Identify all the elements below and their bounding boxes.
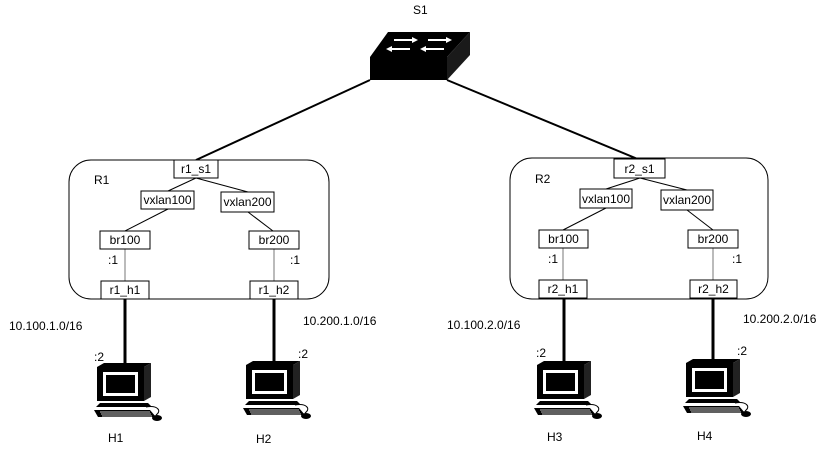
r1-port-mark-1: :1: [108, 253, 118, 267]
subnet-label-3: 10.100.2.0/16: [447, 318, 521, 332]
r2-br200[interactable]: [687, 229, 739, 249]
r2-vxlan100-label: vxlan100: [582, 192, 630, 206]
host-h2[interactable]: [243, 361, 311, 419]
r2-vxlan200-label: vxlan200: [663, 193, 711, 207]
router-r2-label: R2: [535, 172, 551, 186]
host-h4[interactable]: [683, 359, 751, 417]
subnet-label-4: 10.200.2.0/16: [743, 312, 817, 326]
desktop-computer-icon: [243, 361, 311, 419]
network-switch-icon[interactable]: [370, 32, 470, 80]
r1-uplink-label: r1_s1: [181, 162, 211, 176]
subnet-label-1: 10.100.1.0/16: [9, 319, 83, 333]
r1-br200-label: br200: [259, 233, 290, 247]
r1-vxlan100-label: vxlan100: [143, 193, 191, 207]
host-h2-label: H2: [256, 432, 272, 446]
r2-br200-label: br200: [698, 232, 729, 246]
desktop-computer-icon: [534, 361, 602, 419]
r1-br200[interactable]: [248, 230, 300, 250]
r2-port-mark-1: :1: [548, 252, 558, 266]
r2-h1-label: r2_h1: [548, 282, 579, 296]
r1-br100-label: br100: [110, 233, 141, 247]
r1-br100[interactable]: [99, 230, 151, 250]
switch-label: S1: [413, 3, 428, 17]
r2-vxlan200[interactable]: [660, 189, 714, 211]
r1-port-mark-2: :1: [290, 253, 300, 267]
h3-port-mark: :2: [536, 346, 546, 360]
router-r2: R2 r2_s1 vxlan100 vxlan200 br100 br200 :…: [509, 157, 769, 300]
host-h4-label: H4: [697, 429, 713, 443]
r2-port-mark-2: :1: [732, 252, 742, 266]
h4-port-mark: :2: [737, 344, 747, 358]
r2-uplink-label: r2_s1: [624, 162, 654, 176]
subnet-label-2: 10.200.1.0/16: [303, 314, 377, 328]
desktop-computer-icon: [94, 363, 162, 421]
host-h3[interactable]: [534, 361, 602, 419]
host-h1[interactable]: [94, 363, 162, 421]
host-h3-label: H3: [547, 430, 563, 444]
r2-uplink-iface[interactable]: [613, 158, 666, 179]
r1-h2-label: r1_h2: [259, 283, 290, 297]
r2-vxlan100[interactable]: [579, 188, 633, 209]
r1-vxlan200-label: vxlan200: [223, 195, 271, 209]
router-r1-label: R1: [94, 173, 110, 187]
r2-br100-label: br100: [548, 232, 579, 246]
r2-h2-label: r2_h2: [698, 282, 729, 296]
h1-port-mark: :2: [94, 350, 104, 364]
h2-port-mark: :2: [298, 347, 308, 361]
link-s1-r2: [446, 79, 641, 161]
r2-br100[interactable]: [538, 229, 589, 249]
desktop-computer-icon: [683, 359, 751, 417]
host-h1-label: H1: [108, 431, 124, 445]
link-s1-r1: [195, 79, 371, 161]
r1-uplink-iface[interactable]: [173, 159, 219, 179]
r1-vxlan100[interactable]: [140, 190, 195, 210]
router-r1: R1 r1_s1 vxlan100 vxlan200 br100 br200 :…: [68, 159, 330, 300]
r1-vxlan200[interactable]: [220, 191, 275, 213]
r1-h1-label: r1_h1: [110, 283, 141, 297]
